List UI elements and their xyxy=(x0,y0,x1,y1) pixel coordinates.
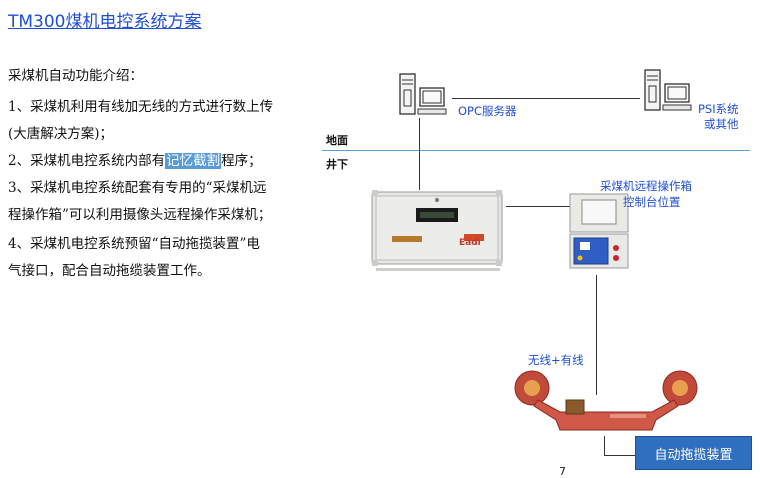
highlight-memory-cutting: 记忆截割 xyxy=(165,153,222,169)
remote-box-label: 采煤机远程操作箱 xyxy=(600,179,692,193)
remote-to-shearer-line xyxy=(596,275,597,395)
controller-to-remote-line xyxy=(506,206,570,207)
page-title: TM300煤机电控系统方案 xyxy=(8,12,202,32)
controller-brand-plate: Eadi xyxy=(459,238,481,248)
device-bracket-h xyxy=(604,455,635,456)
shearer-controller-icon xyxy=(371,190,503,271)
wireless-wired-label: 无线+有线 xyxy=(528,353,584,367)
page-number: 7 xyxy=(559,465,566,478)
intro-line-5: 程操作箱”可以利用摄像头远程操作采煤机； xyxy=(8,207,272,223)
console-position-label: 控制台位置 xyxy=(623,195,681,209)
intro-line-6: 4、采煤机电控系统预留“自动拖揽装置”电 xyxy=(8,236,260,252)
psi-computer-icon xyxy=(644,69,692,111)
psi-system-label: PSI系统 xyxy=(698,102,739,116)
opc-to-controller-line xyxy=(419,118,420,190)
opc-server-label: OPC服务器 xyxy=(458,104,517,118)
device-bracket-line xyxy=(604,436,605,455)
intro-line-7: 气接口，配合自动拖缆装置工作。 xyxy=(8,263,211,279)
network-line xyxy=(452,98,640,99)
shearer-machine-icon xyxy=(514,370,698,431)
ground-label: 地面 xyxy=(326,134,348,147)
ground-boundary-line xyxy=(322,150,750,151)
intro-line-4: 3、采煤机电控系统配套有专用的“采煤机远 xyxy=(8,180,267,196)
intro-line-2: (大唐解决方案)； xyxy=(8,126,114,142)
intro-line-3: 2、采煤机电控系统内部有记忆截割程序； xyxy=(8,149,262,169)
intro-heading: 采煤机自动功能介绍： xyxy=(8,68,143,84)
intro-line-1: 1、采煤机利用有线加无线的方式进行数上传 xyxy=(8,99,274,115)
underground-label: 井下 xyxy=(326,158,348,171)
auto-cable-device-box: 自动拖揽装置 xyxy=(635,436,752,470)
intro-line-3-post: 程序； xyxy=(221,153,262,169)
intro-line-3-pre: 2、采煤机电控系统内部有 xyxy=(8,153,166,169)
remote-operation-box-icon xyxy=(569,193,629,269)
opc-server-computer-icon xyxy=(399,73,447,115)
psi-other-label: 或其他 xyxy=(704,117,739,131)
